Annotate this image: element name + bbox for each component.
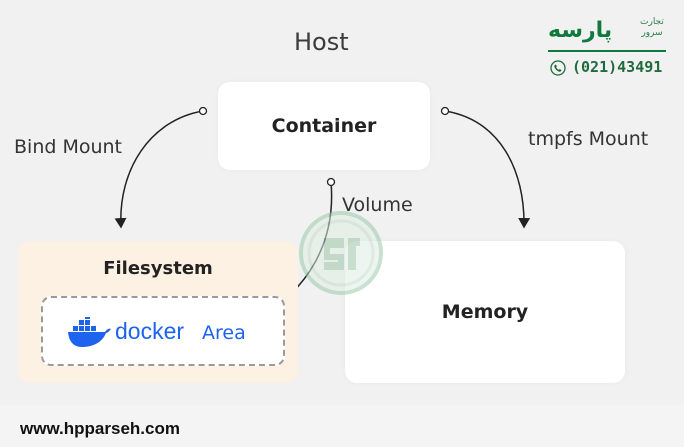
phone-icon — [550, 60, 566, 76]
brand-subtitle: تجارت سرور — [640, 17, 664, 39]
brand-logo-text: پارسه — [548, 18, 613, 43]
filesystem-label: Filesystem — [103, 258, 213, 279]
memory-node — [345, 241, 625, 383]
bind-mount-arrow — [114, 110, 204, 229]
tmpfs-mount-arrow — [444, 110, 531, 229]
volume-label: Volume — [342, 194, 413, 216]
docker-wordmark: docker — [115, 318, 185, 344]
memory-label: Memory — [441, 301, 529, 323]
container-label: Container — [271, 115, 377, 137]
website-footer: www.hpparseh.com — [20, 419, 180, 438]
docker-whale-icon — [68, 317, 111, 347]
brand-underline — [548, 50, 666, 52]
bind-mount-label: Bind Mount — [14, 136, 123, 158]
watermark-logo-icon — [299, 211, 383, 295]
container-node — [218, 82, 430, 170]
docker-area-box: docker Area — [41, 296, 285, 366]
tmpfs-mount-label: tmpfs Mount — [528, 128, 649, 150]
brand-subtitle-line-1: تجارت — [640, 17, 664, 27]
phone-number: (021)43491 — [572, 58, 663, 76]
brand-subtitle-line-2: سرور — [641, 28, 663, 38]
area-text: Area — [202, 322, 246, 344]
host-title: Host — [294, 28, 349, 56]
